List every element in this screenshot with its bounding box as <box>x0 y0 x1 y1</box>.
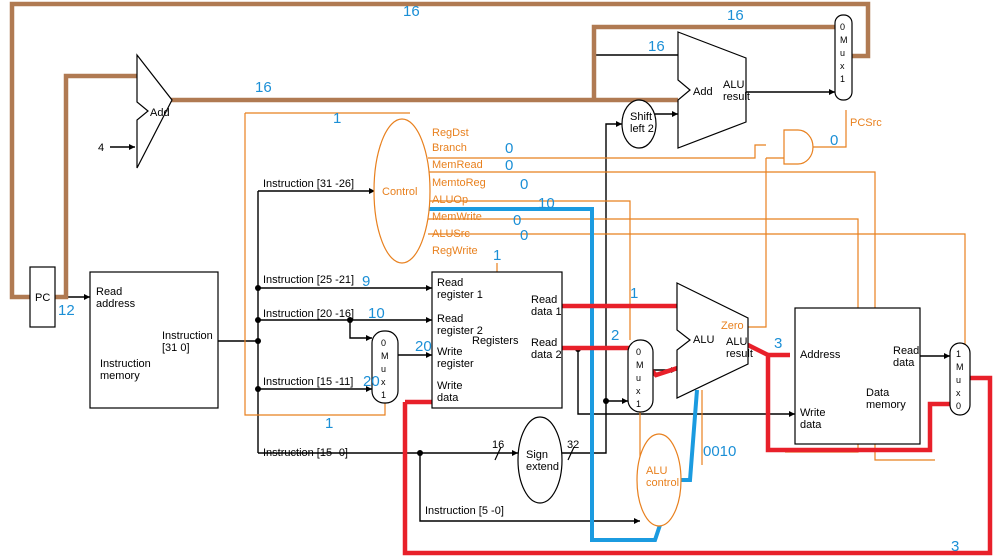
control-label: Control <box>382 186 417 198</box>
brown-wires <box>9 1 871 300</box>
sign-in-bits: 16 <box>492 439 504 451</box>
control-signal-memtoreg: MemtoReg <box>432 177 486 189</box>
field-5-0: Instruction [5 -0] <box>425 505 504 517</box>
data-memory <box>794 307 921 445</box>
field-15-0: Instruction [15 -0] <box>263 447 348 459</box>
alu <box>676 282 749 399</box>
arrowheads <box>84 89 950 524</box>
control-value-memread: 0 <box>505 157 513 174</box>
field-25-21: Instruction [25 -21] <box>263 274 354 286</box>
control-signal-regdst: RegDst <box>432 127 469 139</box>
alu-out-value: 3 <box>774 335 782 352</box>
control-signal-labels: RegDstBranchMemReadMemtoRegALUOpMemWrite… <box>432 127 486 257</box>
control-value-alusrc: 0 <box>520 227 528 244</box>
alu-label: ALU <box>693 334 714 346</box>
memtoreg-mux <box>949 342 971 416</box>
pc-adder <box>136 53 173 169</box>
pc-adder-const: 4 <box>98 142 104 154</box>
pcsrc-mux <box>834 14 853 101</box>
field-15-11: Instruction [15 -11] <box>263 376 353 388</box>
mux-out-value: 20 <box>363 373 380 390</box>
regdst-mux <box>371 330 399 404</box>
and-gate <box>783 129 814 165</box>
pc-value: 12 <box>58 302 75 319</box>
dmem-address: Address <box>800 349 841 361</box>
instr-mem-instruction: Instruction[31 0] <box>162 330 213 354</box>
black-wires <box>55 54 950 522</box>
control-signal-memwrite: MemWrite <box>432 211 482 223</box>
instruction-memory <box>89 271 219 409</box>
branch-in-value: 16 <box>648 38 665 55</box>
pcsrc-label: PCSrc <box>850 117 882 129</box>
register-file <box>431 271 563 409</box>
control-signal-memread: MemRead <box>432 159 483 171</box>
pc-label: PC <box>35 292 50 304</box>
field-31-26: Instruction [31 -26] <box>263 178 354 190</box>
control-value-memtoreg: 0 <box>520 176 528 193</box>
pcsrc-value: 0 <box>830 132 838 149</box>
control-signal-branch: Branch <box>432 142 467 154</box>
alusrc-mux <box>627 339 654 413</box>
sign-out-bits: 32 <box>567 439 579 451</box>
shift-left-2 <box>621 99 657 149</box>
alu-zero: Zero <box>721 320 744 332</box>
blue-wires <box>428 207 699 542</box>
regdst-bottom-value: 1 <box>325 415 333 432</box>
branch-adder-label: Add <box>693 86 713 98</box>
rt-value: 10 <box>368 305 385 322</box>
wb-value: 3 <box>951 538 959 555</box>
rs-value: 9 <box>362 273 370 290</box>
branch-adder <box>677 31 747 149</box>
control-value-aluop: 10 <box>538 195 555 212</box>
reg-title: Registers <box>472 335 519 347</box>
pc-adder-bus-value: 16 <box>255 79 272 96</box>
pc-register <box>29 266 56 328</box>
bus-slashes <box>494 446 575 461</box>
alu-control-value: 0010 <box>703 443 736 460</box>
top-wire-value: 16 <box>403 3 420 20</box>
control-signal-alusrc: ALUSrc <box>432 228 470 240</box>
control-value-branch: 0 <box>505 140 513 157</box>
rd-value: 20 <box>415 338 432 355</box>
pc-adder-label: Add <box>150 107 170 119</box>
control-unit <box>373 118 431 264</box>
field-20-16: Instruction [20 -16] <box>263 308 354 320</box>
rd2-value: 2 <box>611 327 619 344</box>
rd1-value: 1 <box>630 285 638 302</box>
regdst-value: 1 <box>333 110 341 127</box>
control-value-regwrite: 1 <box>493 247 501 264</box>
sign-extend <box>517 416 563 504</box>
control-signal-aluop: ALUOp <box>432 194 468 206</box>
alu-control <box>636 433 682 527</box>
branch-top-value: 16 <box>727 7 744 24</box>
control-value-memwrite: 0 <box>513 212 521 229</box>
control-signal-regwrite: RegWrite <box>432 245 478 257</box>
